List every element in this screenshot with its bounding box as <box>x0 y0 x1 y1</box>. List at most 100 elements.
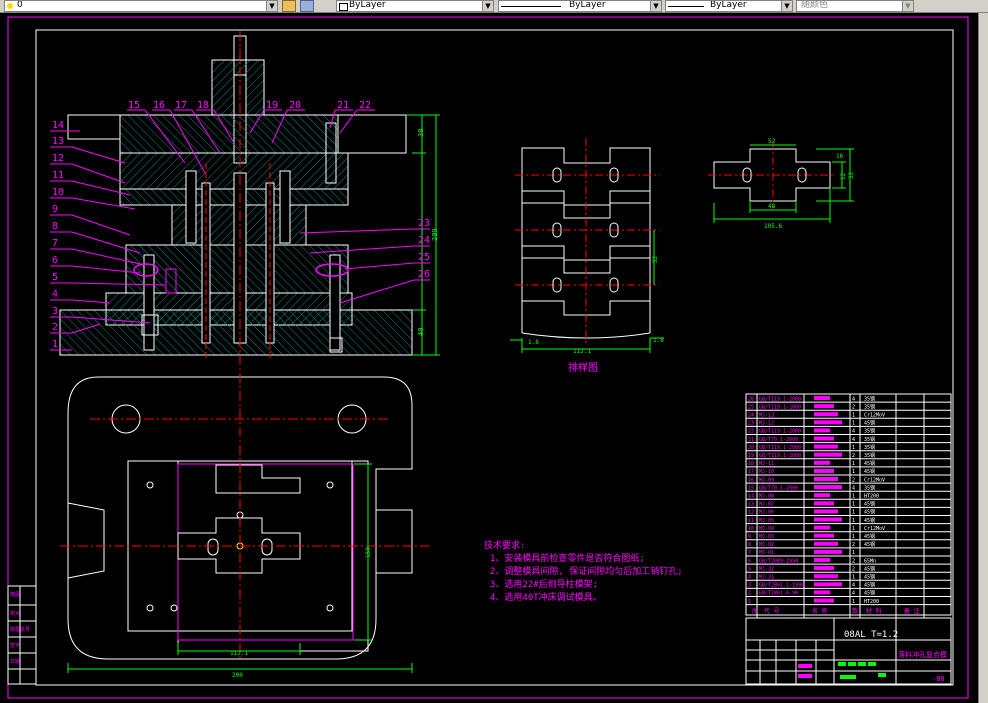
bom-cell-qty: 4 <box>852 591 855 597</box>
bom-cell-code: MJ-07 <box>759 502 774 508</box>
part-label: 23 <box>418 218 430 229</box>
bom-cell-material: 35钢 <box>864 395 875 402</box>
bom-header-code: 代 号 <box>764 607 780 615</box>
bom-cell-material: 45钢 <box>864 533 875 540</box>
bom-cell-code: GB/T119.1-2000 <box>759 453 801 459</box>
bom-cell-material: 35钢 <box>864 484 875 491</box>
bom-cell-qty: 2 <box>852 477 855 483</box>
part-label: 12 <box>52 153 64 164</box>
bom-cell-material: HT200 <box>864 494 879 500</box>
chevron-down-icon[interactable]: ▼ <box>902 1 913 11</box>
bom-cell-material: 45钢 <box>864 582 875 589</box>
bom-cell-code: MJ-02 <box>759 542 774 548</box>
chevron-down-icon[interactable]: ▼ <box>781 1 792 11</box>
technical-requirements: 技术要求: 1、安装模具前检查零件是否符合图纸; 2、调整模具间隙, 保证间隙均… <box>484 539 683 603</box>
bom-cell-material: 45钢 <box>864 509 875 516</box>
bom-cell-material: 45钢 <box>864 460 875 467</box>
dim-layout-right: 1.8 <box>653 337 664 344</box>
bom-cell-code: MJ-09 <box>759 477 774 483</box>
bom-cell-no: 19 <box>748 453 754 459</box>
bom-cell-name <box>814 468 834 473</box>
bom-cell-qty: 4 <box>852 583 855 589</box>
bom-cell-code: GB/T2861.6-90 <box>759 591 798 597</box>
bom-cell-no: 23 <box>748 421 754 427</box>
bom-cell-material: 45钢 <box>864 541 875 548</box>
bom-cell-qty: 1 <box>852 461 855 467</box>
bom-cell-material: 45钢 <box>864 517 875 524</box>
bom-cell-qty: 2 <box>852 558 855 564</box>
bom-header-no: 序 <box>752 607 758 615</box>
lineweight-combo-value: ByLayer <box>710 0 747 10</box>
part-labels-right: 23 24 25 26 <box>418 218 430 280</box>
part-label: 21 <box>337 100 349 111</box>
bom-cell-name <box>814 501 834 506</box>
bom-header-name: 名 称 <box>812 607 828 615</box>
left-margin-stamp: 描图 校对 底图总号 签字 日期 <box>7 585 37 685</box>
bom-cell-name <box>814 582 842 587</box>
dim-height-bottom: 40 <box>417 328 425 336</box>
linetype-combo[interactable]: ByLayer ▼ <box>498 0 662 12</box>
color-combo[interactable]: ByLayer ▼ <box>336 0 494 12</box>
part-label: 22 <box>359 100 371 111</box>
bom-cell-name <box>814 444 838 449</box>
tech-req-item: 1、安装模具前检查零件是否符合图纸; <box>490 552 645 564</box>
part-label: 17 <box>175 100 187 111</box>
chevron-down-icon[interactable]: ▼ <box>482 1 493 11</box>
dim-part-width: 52 <box>768 138 776 145</box>
bom-cell-material: 35钢 <box>864 428 875 435</box>
drawing-border <box>35 29 954 686</box>
part-label: 1 <box>52 339 58 350</box>
bom-cell-name <box>814 404 834 409</box>
bom-cell-material: 45钢 <box>864 468 875 475</box>
bom-cell-code: MJ-13 <box>759 413 774 419</box>
dim-layout-left: 1.8 <box>528 339 539 346</box>
part-label: 6 <box>52 255 58 266</box>
bom-cell-material: 45钢 <box>864 574 875 581</box>
chevron-down-icon[interactable]: ▼ <box>650 1 661 11</box>
bom-header-material: 材 料 <box>866 607 882 615</box>
bom-cell-material: HT200 <box>864 599 879 605</box>
bom-cell-no: 14 <box>748 494 754 500</box>
dim-plan-inner-width: 112.1 <box>230 650 248 657</box>
dim-height-total: 209 <box>431 228 439 241</box>
bom-cell-no: 22 <box>748 429 754 435</box>
material-thickness: 08AL T=1.2 <box>844 630 898 640</box>
bom-cell-code: MJ-10 <box>759 469 774 475</box>
bom-cell-no: 8 <box>748 542 751 548</box>
bom-cell-qty: 1 <box>852 413 855 419</box>
bom-cell-qty: 1 <box>852 445 855 451</box>
part-label: 8 <box>52 221 58 232</box>
bom-cell-no: 2 <box>748 591 751 597</box>
linetype-preview-icon <box>501 6 561 7</box>
lineweight-preview-icon <box>668 6 704 7</box>
part-label: 15 <box>128 100 140 111</box>
dim-plan-width: 200 <box>232 672 243 679</box>
bom-cell-qty: 1 <box>852 510 855 516</box>
bom-cell-code: MJ-08 <box>759 494 774 500</box>
bom-cell-no: 10 <box>748 526 754 532</box>
bom-cell-name <box>814 436 834 441</box>
chevron-down-icon[interactable]: ▼ <box>266 1 277 11</box>
margin-label: 签字 <box>10 642 20 649</box>
drawing-canvas[interactable]: 38 209 40 14 13 12 11 10 9 <box>0 13 978 703</box>
bom-cell-material: 45钢 <box>864 590 875 597</box>
bom-cell-no: 3 <box>748 583 751 589</box>
bom-cell-material: 35钢 <box>864 436 875 443</box>
dim-height-top: 38 <box>417 129 425 137</box>
lineweight-combo[interactable]: ByLayer ▼ <box>665 0 793 12</box>
plotstyle-combo[interactable]: 随颜色 ▼ <box>796 0 914 12</box>
bom-header-qty: 数 <box>852 607 858 615</box>
bom-cell-code: MJ-05 <box>759 518 774 524</box>
layer-combo[interactable]: 0 ▼ <box>4 0 278 12</box>
bom-cell-code: MJ-03 <box>759 534 774 540</box>
layer-previous-icon[interactable] <box>300 0 314 12</box>
bom-cell-name <box>814 558 830 562</box>
make-layer-current-icon[interactable] <box>282 0 296 12</box>
dim-layout-width: 112.1 <box>573 348 591 355</box>
bom-cell-no: 17 <box>748 469 754 475</box>
vertical-scrollbar[interactable] <box>978 13 988 703</box>
bom-cell-code: MJ-11 <box>759 461 774 467</box>
outer-frame <box>7 16 969 699</box>
part-labels-top: 15 16 17 18 19 20 21 22 <box>128 100 371 111</box>
bom-cell-no: 16 <box>748 477 754 483</box>
